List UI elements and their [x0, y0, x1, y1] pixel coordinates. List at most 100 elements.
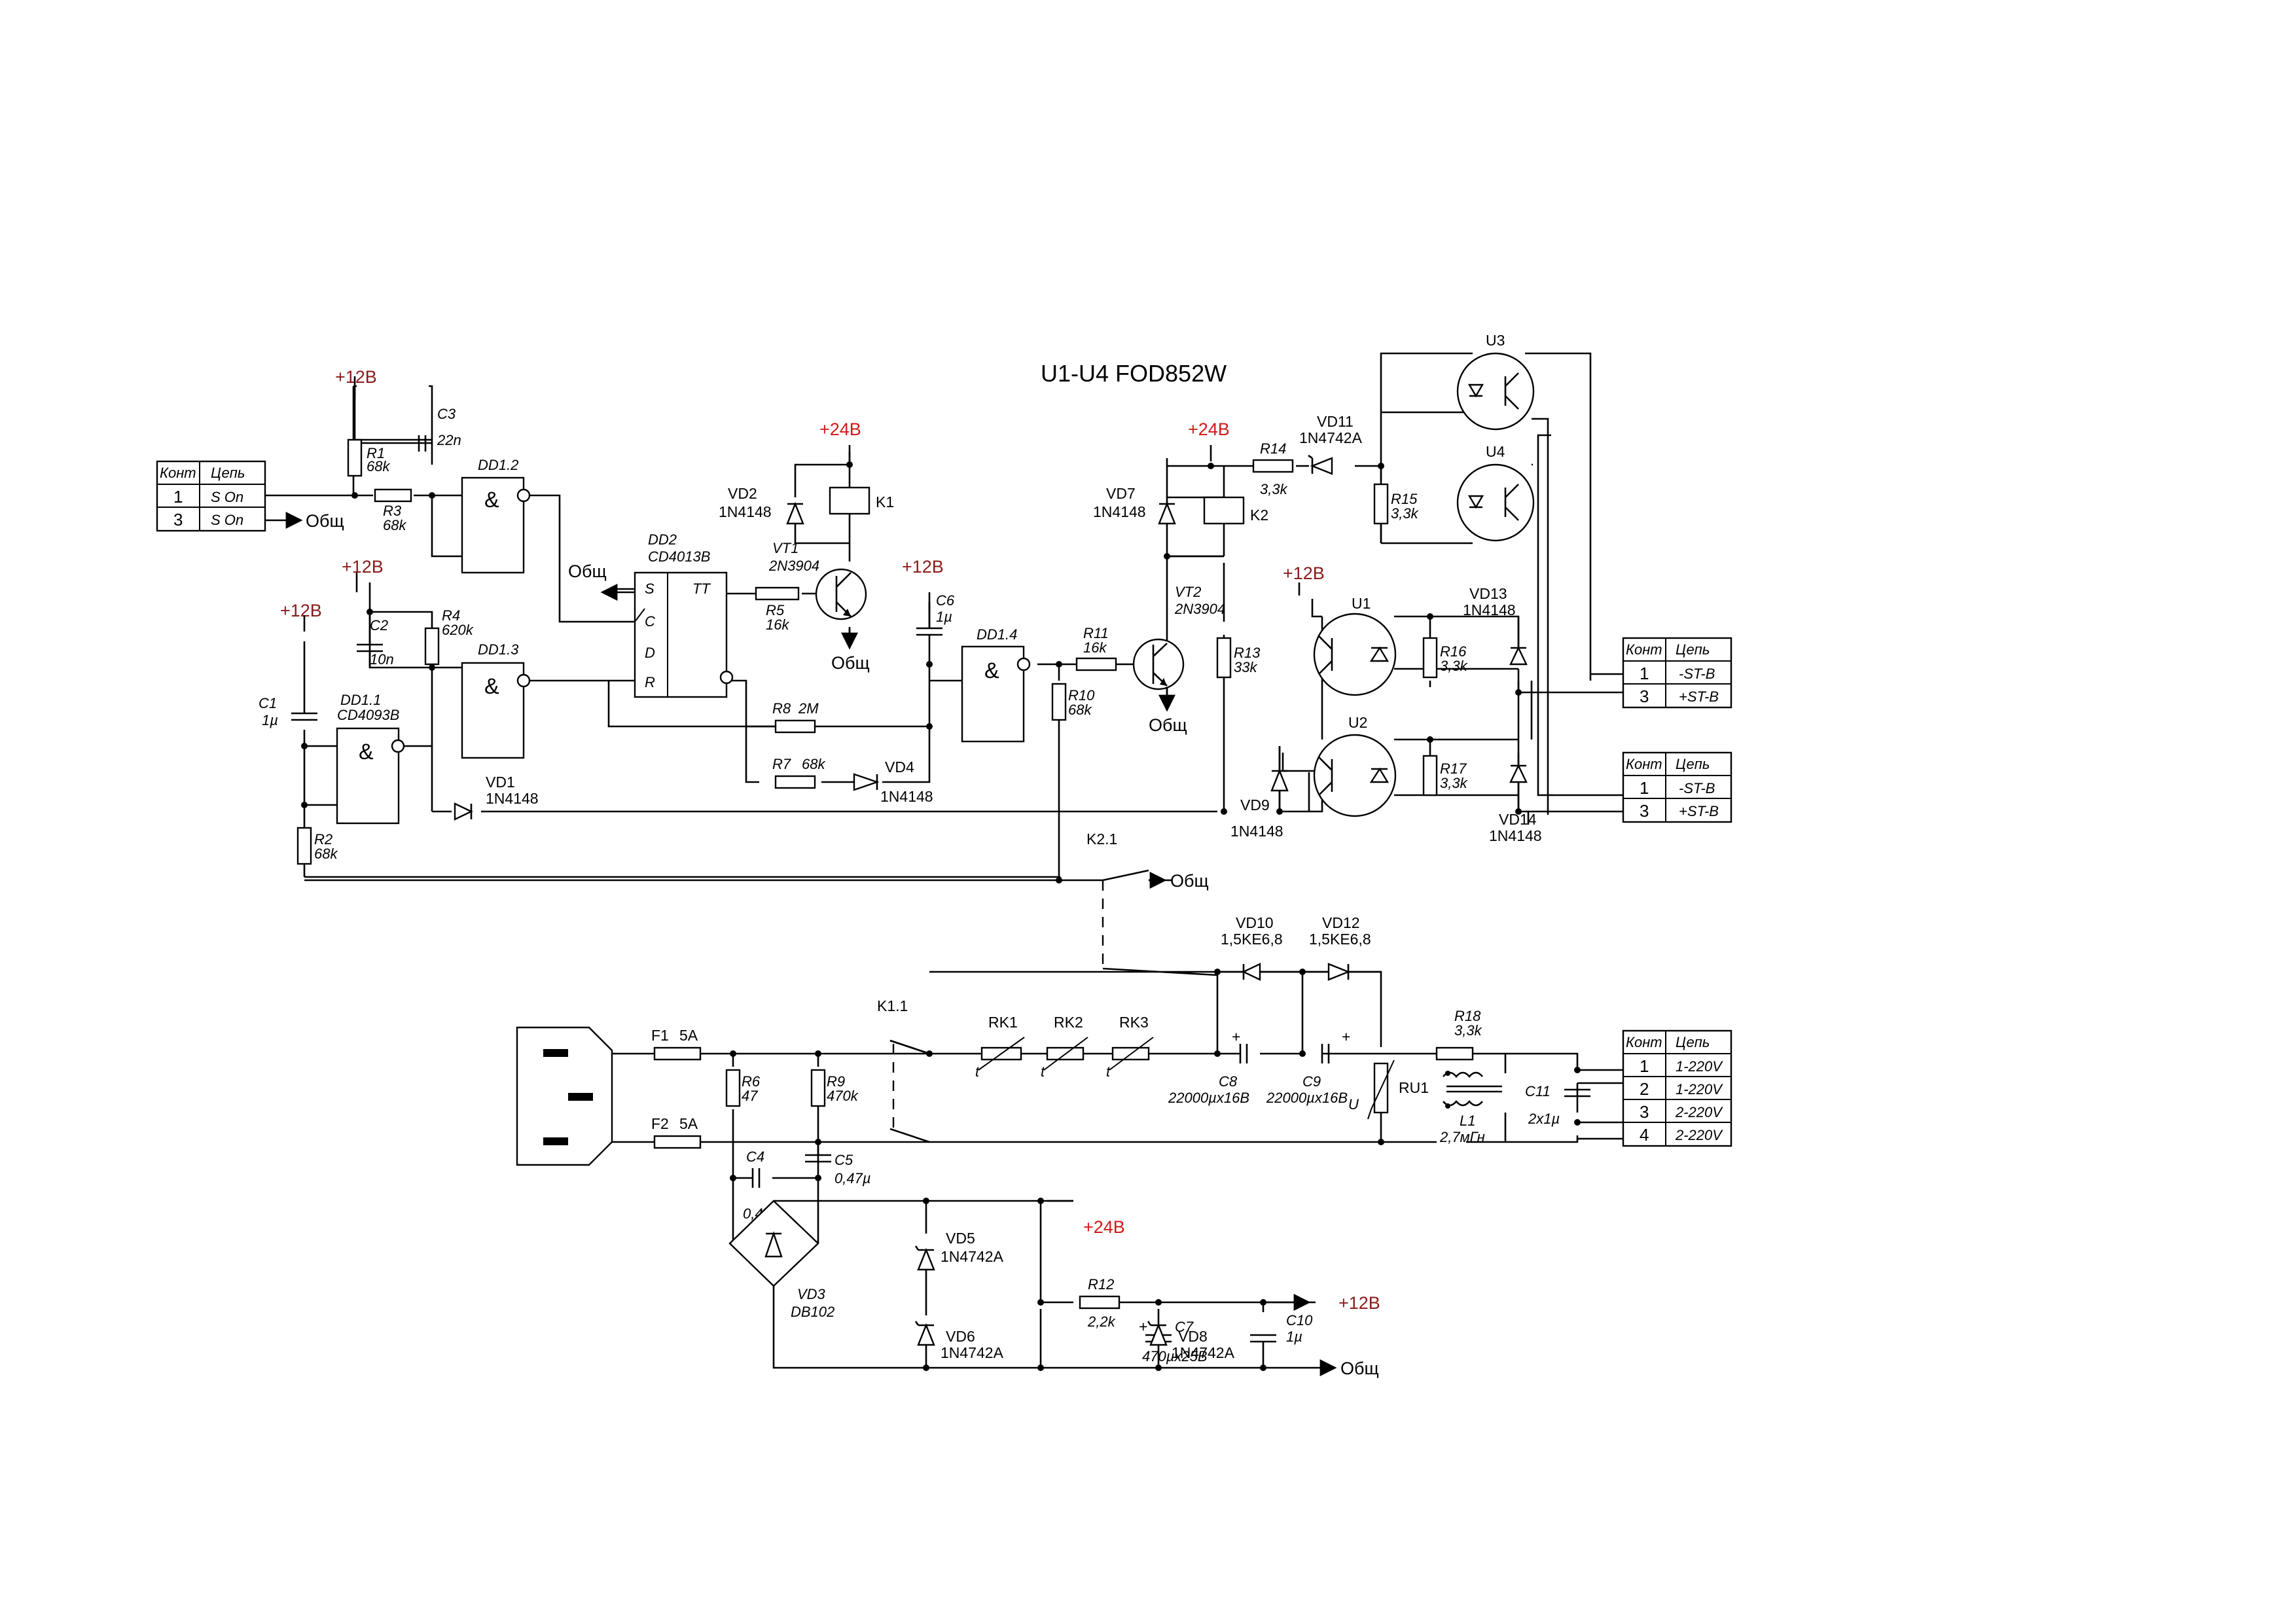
svg-text:S On: S On: [211, 512, 243, 528]
svg-text:K2.1: K2.1: [1086, 830, 1117, 847]
svg-text:C3: C3: [437, 406, 456, 422]
svg-text:3,3k: 3,3k: [1260, 481, 1288, 497]
svg-text:22000µx16B: 22000µx16B: [1266, 1090, 1348, 1106]
svg-text:2-220V: 2-220V: [1675, 1104, 1723, 1120]
resistors: R1 68k R3 68k R4 620k R2 68k R5 16k R8 2…: [296, 438, 1482, 1330]
inductor-l1: L1 2,7мГн: [1439, 1071, 1502, 1145]
svg-text:R8: R8: [772, 700, 791, 717]
svg-text:4: 4: [1640, 1125, 1649, 1145]
svg-text:t: t: [1106, 1063, 1111, 1080]
svg-text:R: R: [645, 674, 655, 690]
svg-text:U3: U3: [1486, 332, 1505, 349]
svg-text:Конт: Конт: [1626, 641, 1662, 658]
svg-text:1N4148: 1N4148: [486, 790, 539, 807]
svg-text:2x1µ: 2x1µ: [1528, 1111, 1560, 1127]
resistor-r5: [755, 586, 800, 601]
svg-text:C10: C10: [1286, 1312, 1313, 1329]
svg-text:VD1: VD1: [486, 774, 515, 791]
switch-k2-1: K2.1: [1086, 830, 1117, 969]
p12-label-u1: +12В: [1283, 563, 1325, 583]
flipflop-dd2: S C D R TT DD2 CD4013B: [634, 531, 734, 698]
svg-text:C11: C11: [1525, 1083, 1551, 1099]
svg-text:+ST-B: +ST-B: [1679, 803, 1719, 819]
resistor-r1: [347, 438, 363, 477]
svg-text:t: t: [1041, 1063, 1045, 1080]
svg-text:1N4742A: 1N4742A: [941, 1344, 1004, 1361]
p24-label-k2: +24В: [1188, 419, 1230, 439]
p12-label-c1: +12В: [280, 601, 322, 620]
svg-text:C7: C7: [1175, 1319, 1194, 1335]
svg-text:3: 3: [1640, 801, 1649, 821]
junction-dots: [301, 461, 1581, 1371]
svg-text:1N4742A: 1N4742A: [941, 1248, 1004, 1265]
transistor-vt2: VT2 2N3904: [1132, 584, 1225, 690]
svg-text:3,3k: 3,3k: [1454, 1022, 1482, 1039]
p12-label-r1: +12В: [335, 367, 377, 387]
svg-text:R15: R15: [1391, 491, 1418, 507]
gnd-label-son: Общ: [306, 511, 344, 531]
svg-text:t: t: [975, 1063, 980, 1080]
svg-text:R4: R4: [442, 607, 460, 624]
svg-text:VD5: VD5: [946, 1230, 975, 1247]
svg-text:1-220V: 1-220V: [1676, 1081, 1723, 1097]
svg-text:22n: 22n: [437, 432, 461, 448]
resistor-r12: [1079, 1295, 1121, 1310]
gnd-label-out: Общ: [1340, 1359, 1379, 1378]
svg-text:CD4013B: CD4013B: [648, 548, 710, 565]
svg-text:3: 3: [173, 510, 183, 529]
svg-text:1N4742A: 1N4742A: [1172, 1344, 1235, 1361]
svg-text:+: +: [1342, 1028, 1350, 1045]
switch-k1-1: K1.1: [877, 997, 930, 1143]
svg-text:16k: 16k: [766, 616, 789, 633]
svg-text:1N4148: 1N4148: [1463, 601, 1516, 618]
p12-label-out: +12В: [1338, 1293, 1380, 1313]
svg-text:22000µx16B: 22000µx16B: [1168, 1090, 1249, 1106]
svg-text:68k: 68k: [367, 458, 390, 474]
svg-text:Цепь: Цепь: [211, 465, 245, 481]
diodes: VD1 1N4148 VD2 1N4148 VD4 1N4148 VD7 1N4…: [454, 413, 1542, 1361]
resistor-r9: [810, 1069, 826, 1107]
resistor-r3: [374, 488, 412, 503]
svg-text:10n: 10n: [370, 651, 394, 668]
resistor-r14: [1252, 459, 1294, 473]
svg-text:TT: TT: [692, 580, 711, 597]
power-labels: +12В +12В +12В +24В +12В +24В +12В +24В …: [280, 367, 1380, 1313]
svg-text:1µ: 1µ: [262, 712, 278, 728]
svg-text:5A: 5A: [679, 1115, 698, 1132]
svg-text:+: +: [1139, 1318, 1147, 1335]
gnd-label-k21: Общ: [1170, 871, 1209, 891]
svg-text:R17: R17: [1440, 760, 1467, 777]
resistor-r16: [1422, 637, 1438, 679]
svg-text:VD9: VD9: [1240, 796, 1270, 813]
svg-text:1µ: 1µ: [1286, 1329, 1302, 1345]
svg-text:RK1: RK1: [988, 1014, 1018, 1031]
svg-text:VD2: VD2: [728, 485, 757, 502]
thermistors: t RK1 t RK2 t RK3: [975, 1014, 1154, 1080]
svg-text:16k: 16k: [1083, 639, 1107, 656]
svg-text:U: U: [1348, 1096, 1359, 1113]
svg-text:RK2: RK2: [1054, 1014, 1083, 1031]
svg-text:Цепь: Цепь: [1676, 1034, 1710, 1050]
svg-text:&: &: [359, 740, 374, 764]
resistor-r8: [774, 719, 816, 734]
svg-text:1N4148: 1N4148: [1093, 503, 1146, 520]
svg-text:1N4742A: 1N4742A: [1299, 429, 1363, 446]
resistor-r7: [774, 775, 816, 789]
svg-text:VT2: VT2: [1175, 584, 1201, 600]
svg-text:S: S: [645, 580, 655, 597]
varistor-ru1: U RU1: [1348, 1060, 1429, 1120]
svg-text:0,47µ: 0,47µ: [834, 1170, 871, 1186]
svg-text:Конт: Конт: [160, 465, 196, 481]
svg-text:U4: U4: [1486, 443, 1505, 460]
p24-label-out: +24В: [1083, 1217, 1125, 1237]
svg-text:VD10: VD10: [1236, 914, 1274, 931]
svg-text:VT1: VT1: [772, 540, 798, 556]
resistor-r11: [1075, 657, 1117, 671]
optocoupler-u1: U1: [1313, 595, 1397, 696]
svg-text:DD1.1: DD1.1: [340, 692, 381, 708]
svg-text:2N3904: 2N3904: [768, 558, 819, 574]
svg-text:1N4148: 1N4148: [1489, 827, 1542, 844]
capacitors: C3 22n C2 10n C1 1µ C6 1µ C4 0,47µ C5 0,…: [259, 406, 1590, 1364]
gate-dd1-2: & DD1.2: [461, 457, 531, 574]
